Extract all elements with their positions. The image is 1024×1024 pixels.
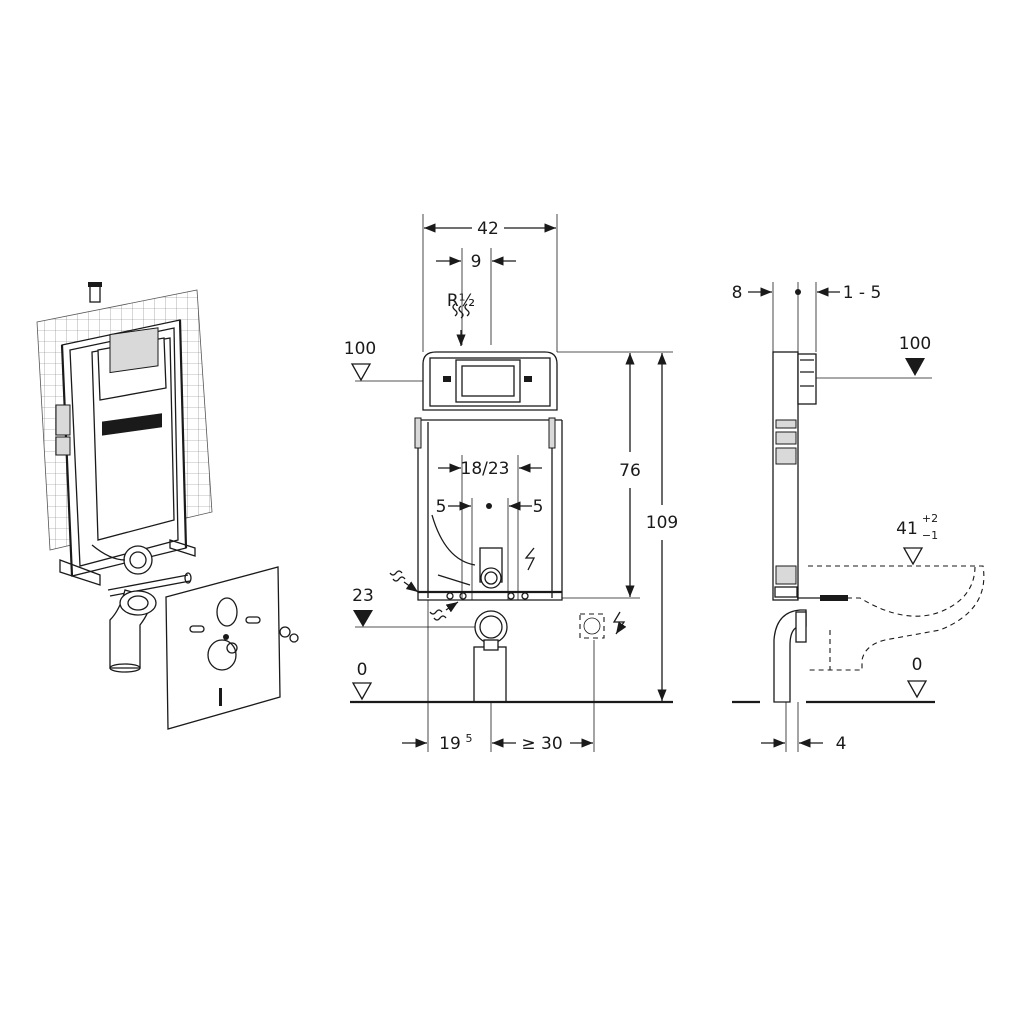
width-dim: 42 [477, 219, 499, 239]
flush-pipe-spacing-dim: 18/23 [461, 459, 510, 479]
side-view: 8 1 - 5 100 41 +2 −1 0 4 [732, 282, 985, 754]
socket-distance-dim: ≥ 30 [521, 734, 562, 754]
level-marker-icon [905, 358, 925, 376]
water-supply-icon [452, 303, 470, 346]
offset-bottom-dim: 19 [439, 734, 461, 754]
seat-height-dim: 41 [896, 519, 918, 539]
side-frame [772, 351, 848, 703]
side-level-floor-dim: 0 [912, 655, 923, 675]
level-marker-icon [902, 547, 924, 566]
offset-bottom-sup: 5 [466, 732, 473, 745]
level-top-dim: 100 [344, 339, 376, 359]
installation-frame [55, 282, 196, 673]
overall-height-dim: 109 [646, 513, 678, 533]
side-level-top-dim: 100 [899, 334, 931, 354]
electrical-socket [579, 611, 627, 639]
depth-range-dim: 1 - 5 [843, 283, 882, 303]
front-frame [414, 351, 563, 703]
frame-height-dim: 76 [619, 461, 641, 481]
level-marker-icon [351, 682, 373, 701]
front-view: 42 9 R½ 100 18/23 5 5 [344, 214, 678, 754]
water-supply-icon [389, 570, 459, 621]
wc-bowl-outline [808, 565, 985, 671]
offset-top-dim: 9 [471, 252, 482, 272]
level-mid-dim: 23 [352, 586, 374, 606]
electrical-icon [524, 547, 536, 571]
electrical-icon [612, 611, 627, 635]
level-marker-icon [353, 610, 373, 627]
fixing-left-dim: 5 [436, 497, 447, 517]
level-marker-icon [906, 680, 928, 699]
side-offset-bottom-dim: 4 [836, 734, 847, 754]
seat-tol-minus: −1 [922, 529, 938, 542]
seat-tol-plus: +2 [922, 512, 938, 525]
depth-left-dim: 8 [732, 283, 743, 303]
water-connection-label: R½ [447, 291, 475, 311]
isometric-product-view [36, 282, 299, 730]
level-marker-icon [350, 363, 372, 382]
protection-plate [165, 566, 299, 730]
level-floor-dim: 0 [357, 660, 368, 680]
fixing-right-dim: 5 [533, 497, 544, 517]
